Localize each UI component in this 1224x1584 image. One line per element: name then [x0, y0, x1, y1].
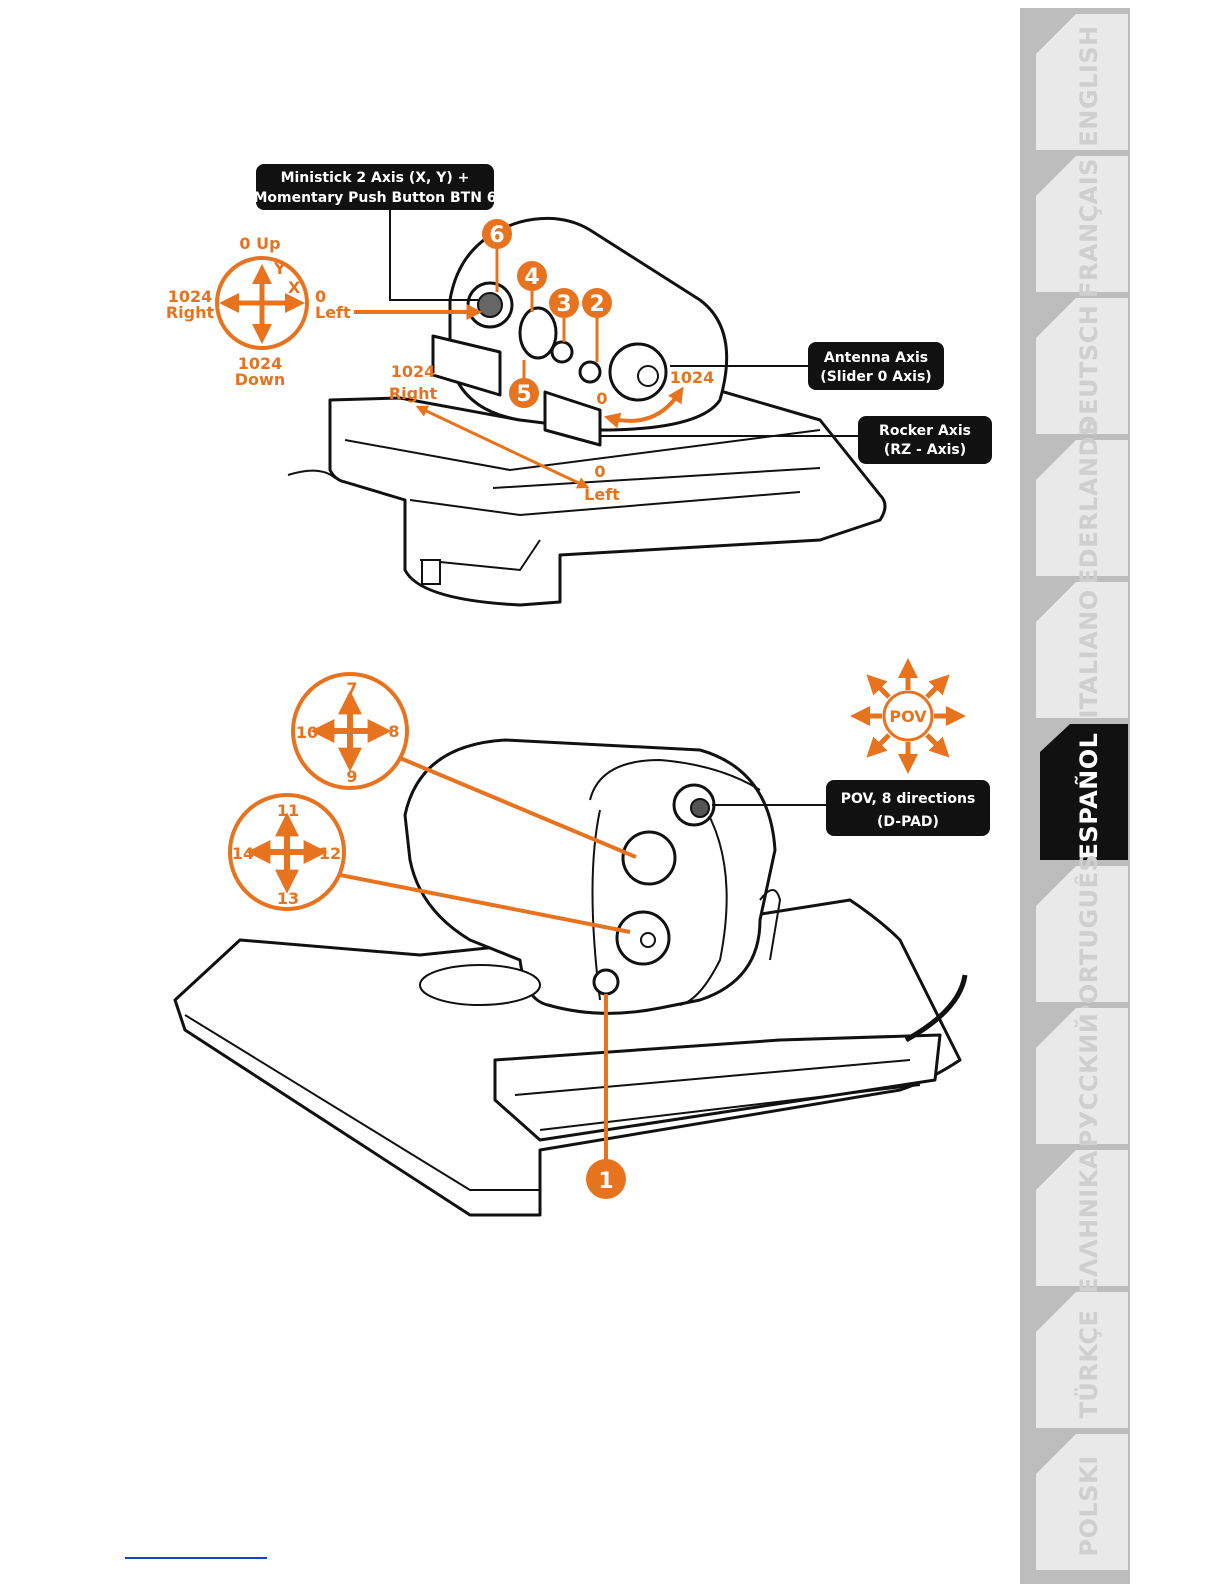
pov-callout-line-1: POV, 8 directions — [841, 791, 976, 807]
language-tab-label[interactable]: PORTUGUÊS — [1074, 854, 1103, 1023]
svg-text:3: 3 — [556, 292, 571, 317]
ministick-callout-line-2: Momentary Push Button BTN 6 — [253, 190, 496, 206]
hat-switch-b-diagram: 11 12 13 14 — [228, 793, 631, 934]
rocker-left-value: 0 — [594, 462, 605, 481]
language-tab-nederlands[interactable]: NEDERLANDS — [1036, 418, 1128, 606]
compass-up-label: 0 Up — [239, 234, 280, 253]
language-tab-label[interactable]: ESPAÑOL — [1074, 733, 1103, 860]
hat-b-down: 13 — [277, 889, 299, 908]
pov-direction-icon: POV — [850, 658, 966, 774]
antenna-max-label: 1024 — [670, 368, 715, 387]
rocker-callout-line-1: Rocker Axis — [879, 423, 971, 439]
compass-right-label: Right — [166, 303, 215, 322]
svg-text:2: 2 — [589, 292, 604, 317]
compass-y-label: Y — [273, 259, 286, 278]
compass-down-value: 1024 — [238, 354, 283, 373]
language-tab-shape[interactable] — [1036, 866, 1128, 1002]
hat-a-down: 9 — [346, 767, 357, 786]
badge-4: 4 — [517, 261, 547, 312]
language-tab-shape[interactable] — [1036, 298, 1128, 434]
hat-b-right: 12 — [319, 844, 341, 863]
hat-a-up: 7 — [346, 679, 357, 698]
compass-left-label: Left — [315, 303, 351, 322]
throttle-top-illustration: Ministick 2 Axis (X, Y) + Momentary Push… — [166, 164, 992, 607]
badge-3: 3 — [549, 288, 579, 342]
language-tab-shape[interactable] — [1036, 156, 1128, 292]
badge-2: 2 — [582, 288, 612, 362]
hat-a-left: 10 — [296, 723, 318, 742]
language-tab-русский[interactable]: РУССКИЙ — [1036, 1008, 1128, 1147]
svg-text:4: 4 — [524, 265, 539, 290]
language-tab-shape[interactable] — [1036, 1434, 1128, 1570]
language-tab-shape[interactable] — [1036, 582, 1128, 718]
language-tab-ελληνικα[interactable]: ΕΛΛΗΝΙΚΑ — [1036, 1150, 1128, 1294]
language-tab-label[interactable]: ENGLISH — [1075, 25, 1103, 146]
compass-x-label: X — [288, 278, 301, 297]
antenna-range-indicator: 0 1024 — [596, 368, 715, 429]
rocker-right-value: 1024 — [391, 362, 436, 381]
language-tab-shape[interactable] — [1036, 440, 1128, 576]
rocker-range-indicator: 1024 Right 0 Left — [389, 362, 620, 504]
language-tab-português[interactable]: PORTUGUÊS — [1036, 854, 1128, 1023]
language-tab-shape[interactable] — [1036, 14, 1128, 150]
svg-text:1: 1 — [598, 1169, 613, 1194]
pov-callout-line-2: (D-PAD) — [877, 814, 939, 830]
language-tab-italiano[interactable]: ITALIANO — [1036, 582, 1128, 719]
hat-b-left: 14 — [232, 844, 254, 863]
compass-left-value: 0 — [315, 287, 326, 306]
compass-right-value: 1024 — [168, 287, 213, 306]
hat-switch-a-diagram: 7 8 9 10 — [291, 672, 637, 859]
language-tab-label[interactable]: POLSKI — [1075, 1455, 1103, 1556]
ministick-callout: Ministick 2 Axis (X, Y) + Momentary Push… — [253, 164, 497, 301]
compass-down-label: Down — [235, 370, 285, 389]
badge-6: 6 — [482, 219, 512, 292]
antenna-callout-line-2: (Slider 0 Axis) — [820, 369, 931, 385]
language-tab-label[interactable]: NEDERLANDS — [1075, 418, 1103, 605]
antenna-callout-line-1: Antenna Axis — [824, 350, 928, 366]
language-tab-label[interactable]: DEUTSCH — [1075, 305, 1103, 436]
rocker-axis-callout: Rocker Axis (RZ - Axis) — [600, 416, 992, 464]
svg-text:5: 5 — [516, 382, 531, 407]
language-tab-polski[interactable]: POLSKI — [1036, 1434, 1128, 1570]
throttle-bottom-illustration: 7 8 9 10 11 12 13 14 POV — [173, 658, 990, 1217]
ministick-callout-line-1: Ministick 2 Axis (X, Y) + — [281, 170, 470, 186]
hat-a-right: 8 — [388, 722, 399, 741]
language-tab-türkçe[interactable]: TÜRKÇE — [1036, 1292, 1128, 1428]
language-tab-français[interactable]: FRANÇAIS — [1036, 156, 1128, 298]
rocker-callout-line-2: (RZ - Axis) — [884, 442, 966, 458]
language-tab-shape[interactable] — [1040, 724, 1128, 860]
badge-1: 1 — [586, 994, 626, 1199]
rocker-left-label: Left — [584, 485, 620, 504]
language-tab-bar: ENGLISH FRANÇAIS DEUTSCHNEDERLANDSITALIANO… — [1020, 8, 1130, 1584]
language-tab-label[interactable]: FRANÇAIS — [1075, 158, 1103, 298]
language-tab-label[interactable]: ΕΛΛΗΝΙΚΑ — [1075, 1150, 1103, 1294]
language-tab-español[interactable]: ESPAÑOL — [1040, 724, 1128, 860]
antenna-min-label: 0 — [596, 389, 607, 408]
footer-link-underline[interactable] — [125, 1557, 267, 1559]
language-tab-english[interactable]: ENGLISH — [1036, 14, 1128, 150]
svg-text:6: 6 — [489, 223, 504, 248]
language-tab-shape[interactable] — [1036, 1150, 1128, 1286]
pov-label: POV — [889, 707, 927, 726]
language-tab-shape[interactable] — [1036, 1008, 1128, 1144]
language-tab-deutsch[interactable]: DEUTSCH — [1036, 298, 1128, 435]
hat-b-up: 11 — [277, 801, 299, 820]
antenna-axis-callout: Antenna Axis (Slider 0 Axis) — [670, 342, 944, 390]
language-tab-label[interactable]: TÜRKÇE — [1073, 1310, 1103, 1419]
ministick-axis-compass: 0 Up Y X 1024 Right 0 Left 1024 Down — [166, 234, 483, 389]
rocker-right-label: Right — [389, 384, 438, 403]
language-tab-label[interactable]: РУССКИЙ — [1074, 1013, 1103, 1148]
language-tab-label[interactable]: ITALIANO — [1075, 589, 1103, 718]
language-tab-shape[interactable] — [1036, 1292, 1128, 1428]
badge-5: 5 — [509, 360, 539, 408]
pov-callout: POV, 8 directions (D-PAD) — [712, 780, 990, 836]
